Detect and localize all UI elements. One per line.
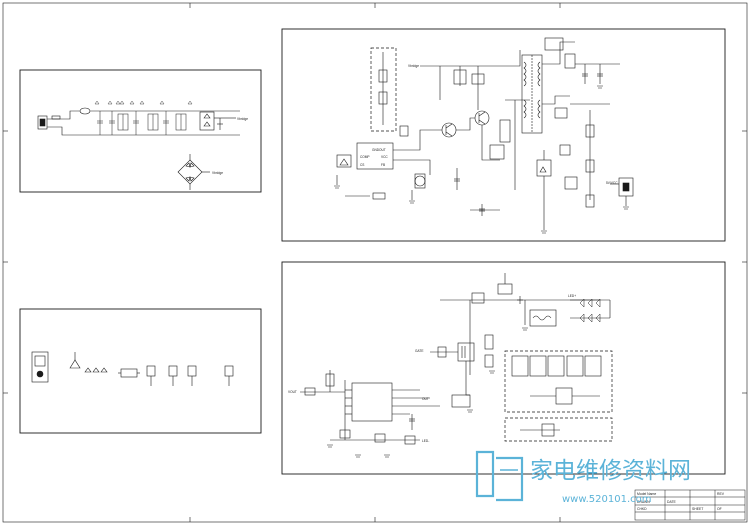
vout-label: VOUT <box>288 390 297 394</box>
title-block-drawn: DRAWN <box>637 500 650 504</box>
gate-label: GATE <box>415 349 423 353</box>
ic-pin-fb: FB <box>381 163 385 167</box>
title-block-sheet: SHEET <box>692 507 703 511</box>
led-pos-label: LED+ <box>568 294 576 298</box>
vbridge-in-label: Vbridge <box>212 171 223 175</box>
title-block-date: DATE <box>667 500 677 504</box>
ic-pin-gnd: GND <box>372 148 380 152</box>
ic-pin-cs: CS <box>360 163 364 167</box>
v5vcc-label: 5V/VCC <box>606 181 618 185</box>
led-driver-block <box>281 261 726 475</box>
ic-pin-comp: COMP <box>360 155 370 159</box>
title-block <box>634 489 746 521</box>
flyback-converter-block: GND OUT COMP VCC CS FB <box>281 28 726 242</box>
input-filter-block <box>19 69 262 193</box>
watermark-url: www.520101.com <box>562 494 652 505</box>
vbridge-secondary-label: Vbridge <box>408 64 419 68</box>
out-label: OUT <box>422 397 429 401</box>
title-block-model: Model Name <box>637 492 656 496</box>
title-block-of: OF <box>717 507 722 511</box>
title-block-checked: CHKD <box>637 507 647 511</box>
connector-block <box>19 308 262 434</box>
vbridge-out-label: Vbridge <box>237 117 248 121</box>
ic-pin-out: OUT <box>379 148 386 152</box>
led-neg-label: LED- <box>422 439 429 443</box>
title-block-rev: REV <box>717 492 725 496</box>
ic-pin-vcc: VCC <box>381 155 388 159</box>
watermark-logo <box>475 450 524 502</box>
watermark-text: 家电维修资料网 <box>530 458 691 484</box>
